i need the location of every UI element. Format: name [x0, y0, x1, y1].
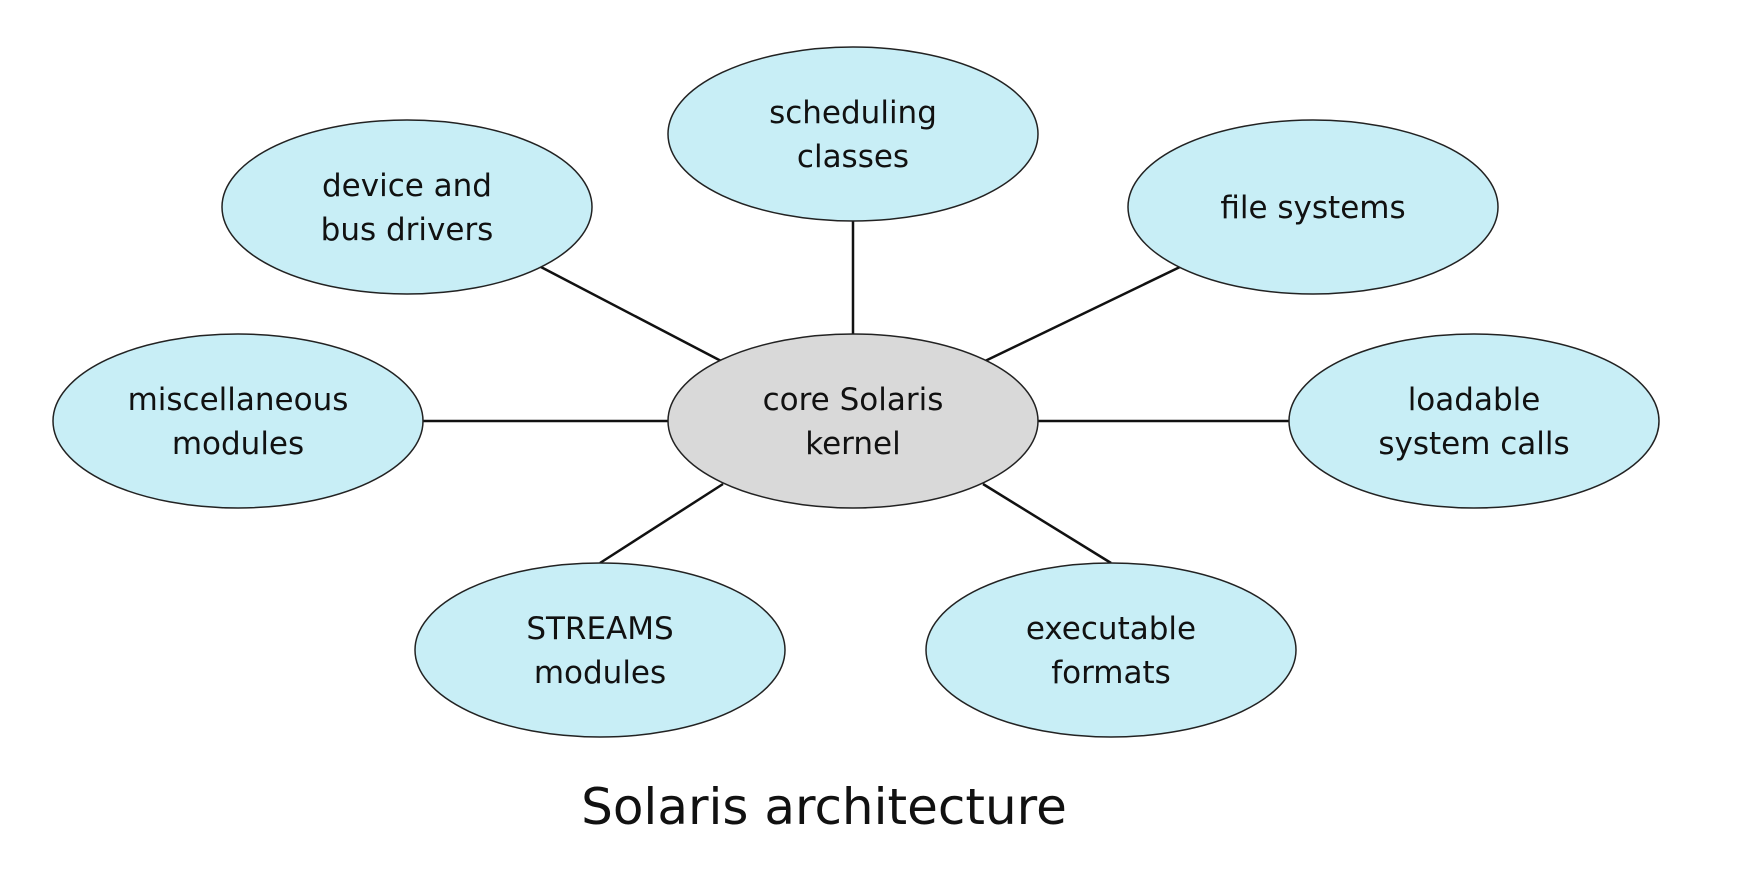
loadable-system-calls-ellipse	[1288, 333, 1660, 509]
core-solaris-kernel-label-line-1: core Solaris	[763, 382, 944, 418]
device-and-bus-drivers-label-line-2: bus drivers	[321, 212, 494, 248]
streams-modules-label-line-2: modules	[534, 655, 666, 691]
connector-file-systems	[982, 264, 1183, 364]
executable-formats-node: executable formats	[925, 562, 1297, 738]
miscellaneous-modules-label-line-1: miscellaneous	[128, 382, 349, 418]
connector-executable-formats	[982, 482, 1112, 565]
scheduling-classes-ellipse	[667, 46, 1039, 222]
loadable-system-calls-label-line-2: system calls	[1378, 426, 1569, 462]
scheduling-classes-node: scheduling classes	[667, 46, 1039, 222]
core-solaris-kernel-node: core Solaris kernel	[667, 333, 1039, 509]
file-systems-label-line-1: file systems	[1220, 190, 1405, 226]
connector-streams-modules	[599, 482, 724, 565]
core-solaris-kernel-ellipse	[667, 333, 1039, 509]
executable-formats-label-line-1: executable	[1026, 611, 1196, 647]
streams-modules-label-line-1: STREAMS	[526, 611, 673, 647]
nodes: scheduling classes file systems loadable sys…	[52, 46, 1660, 738]
miscellaneous-modules-node: miscellaneous modules	[52, 333, 424, 509]
streams-modules-ellipse	[414, 562, 786, 738]
miscellaneous-modules-ellipse	[52, 333, 424, 509]
connectors	[423, 221, 1289, 565]
device-and-bus-drivers-ellipse	[221, 119, 593, 295]
executable-formats-ellipse	[925, 562, 1297, 738]
loadable-system-calls-label-line-1: loadable	[1408, 382, 1541, 418]
executable-formats-label-line-2: formats	[1051, 655, 1171, 691]
streams-modules-node: STREAMS modules	[414, 562, 786, 738]
miscellaneous-modules-label-line-2: modules	[172, 426, 304, 462]
core-solaris-kernel-label-line-2: kernel	[805, 426, 900, 462]
file-systems-ellipse	[1127, 119, 1499, 295]
scheduling-classes-label-line-2: classes	[797, 139, 909, 175]
connector-device-and-bus-drivers	[538, 264, 724, 364]
device-and-bus-drivers-label-line-1: device and	[322, 168, 492, 204]
scheduling-classes-label-line-1: scheduling	[769, 95, 937, 131]
loadable-system-calls-node: loadable system calls	[1288, 333, 1660, 509]
device-and-bus-drivers-node: device and bus drivers	[221, 119, 593, 295]
file-systems-node: file systems	[1127, 119, 1499, 295]
diagram-caption: Solaris architecture	[581, 778, 1067, 836]
